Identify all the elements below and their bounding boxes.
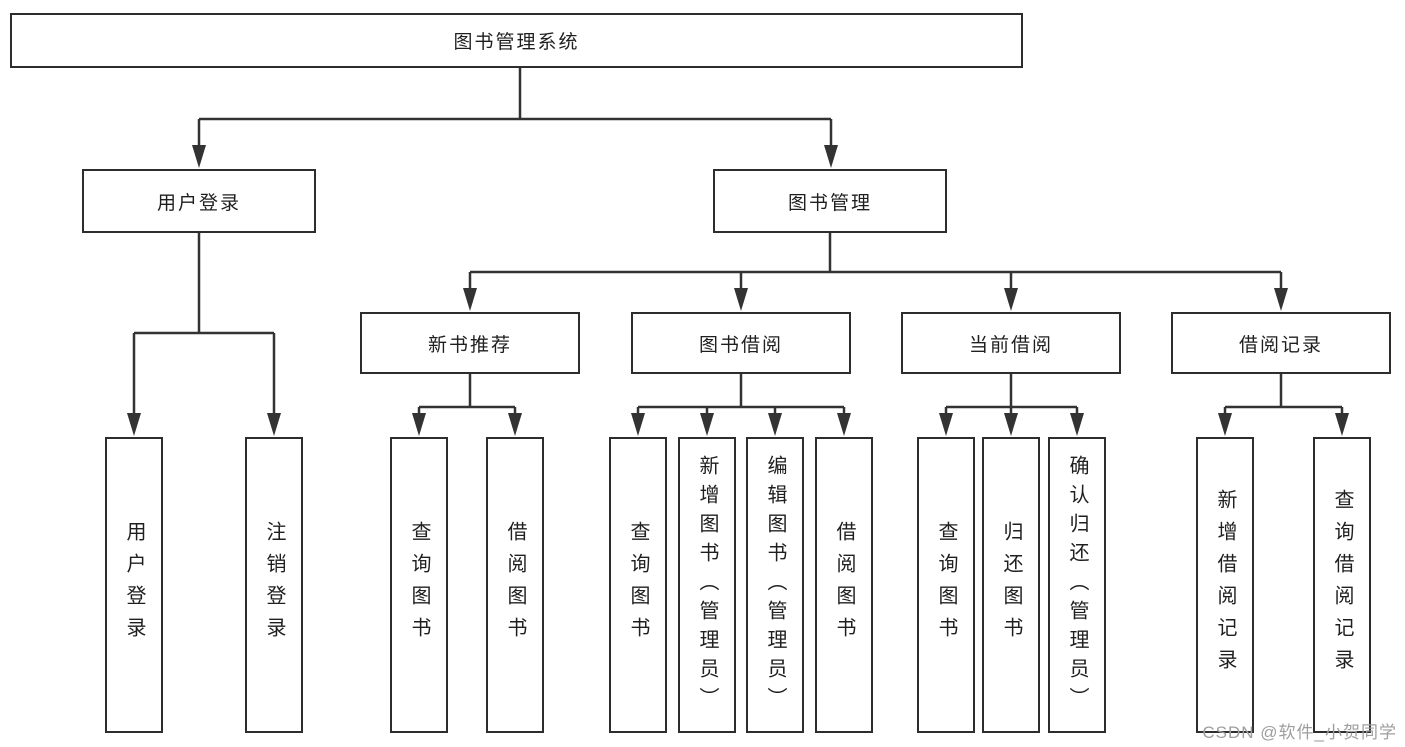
node-borrow-records-label: 借阅记录 <box>1238 334 1323 356</box>
leaf-edit-books-admin: 编辑图书（管理员） <box>746 437 804 733</box>
node-current-borrow-label: 当前借阅 <box>968 334 1053 356</box>
leaf-query-borrow-record: 查询借阅记录 <box>1313 437 1371 733</box>
leaf-borrow-books-recommend: 借阅图书 <box>486 437 544 733</box>
leaf-return-books: 归还图书 <box>982 437 1040 733</box>
csdn-watermark: CSDN @软件_小贺同学 <box>1202 723 1397 742</box>
leaf-borrow-books: 借阅图书 <box>815 437 873 733</box>
leaf-add-books-admin: 新增图书（管理员） <box>678 437 736 733</box>
node-user-login-label: 用户登录 <box>156 192 241 214</box>
node-book-management: 图书管理 <box>713 169 947 233</box>
leaf-logout: 注销登录 <box>245 437 303 733</box>
node-new-book-recommend: 新书推荐 <box>360 312 580 374</box>
leaf-query-books-current: 查询图书 <box>917 437 975 733</box>
node-book-borrow-label: 图书借阅 <box>698 334 783 356</box>
leaf-query-books-borrow: 查询图书 <box>609 437 667 733</box>
node-user-login: 用户登录 <box>82 169 316 233</box>
node-book-management-label: 图书管理 <box>787 192 872 214</box>
leaf-user-login: 用户登录 <box>105 437 163 733</box>
leaf-query-books-recommend: 查询图书 <box>390 437 448 733</box>
node-root-label: 图书管理系统 <box>453 32 580 53</box>
node-root: 图书管理系统 <box>10 13 1023 68</box>
leaf-confirm-return-admin: 确认归还（管理员） <box>1048 437 1106 733</box>
node-book-borrow: 图书借阅 <box>631 312 851 374</box>
node-borrow-records: 借阅记录 <box>1171 312 1391 374</box>
node-new-book-recommend-label: 新书推荐 <box>427 334 512 356</box>
leaf-add-borrow-record: 新增借阅记录 <box>1196 437 1254 733</box>
node-current-borrow: 当前借阅 <box>901 312 1121 374</box>
